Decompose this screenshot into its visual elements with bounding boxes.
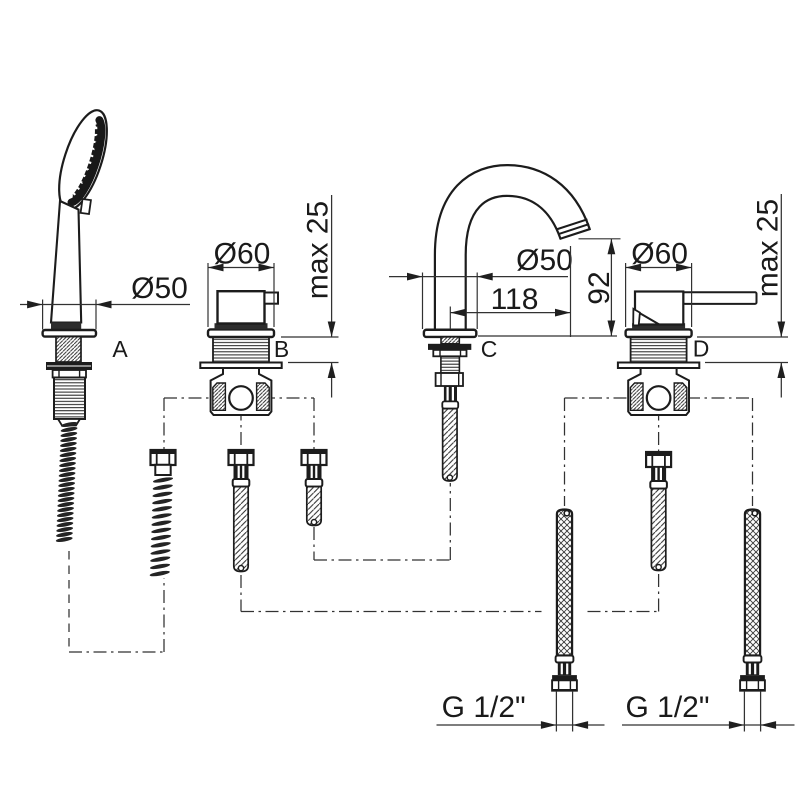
- svg-text:Ø60: Ø60: [214, 238, 271, 271]
- svg-text:B: B: [274, 336, 289, 362]
- svg-text:A: A: [112, 336, 128, 362]
- svg-text:max 25: max 25: [751, 199, 784, 297]
- svg-text:Ø50: Ø50: [516, 244, 573, 277]
- svg-text:Ø50: Ø50: [131, 272, 188, 305]
- svg-text:D: D: [693, 336, 710, 362]
- svg-text:G 1/2": G 1/2": [625, 691, 709, 724]
- svg-text:92: 92: [583, 271, 616, 304]
- svg-text:118: 118: [491, 283, 539, 316]
- svg-text:Ø60: Ø60: [631, 238, 688, 271]
- svg-text:C: C: [481, 336, 498, 362]
- svg-text:max 25: max 25: [301, 201, 334, 299]
- svg-text:G 1/2": G 1/2": [442, 691, 526, 724]
